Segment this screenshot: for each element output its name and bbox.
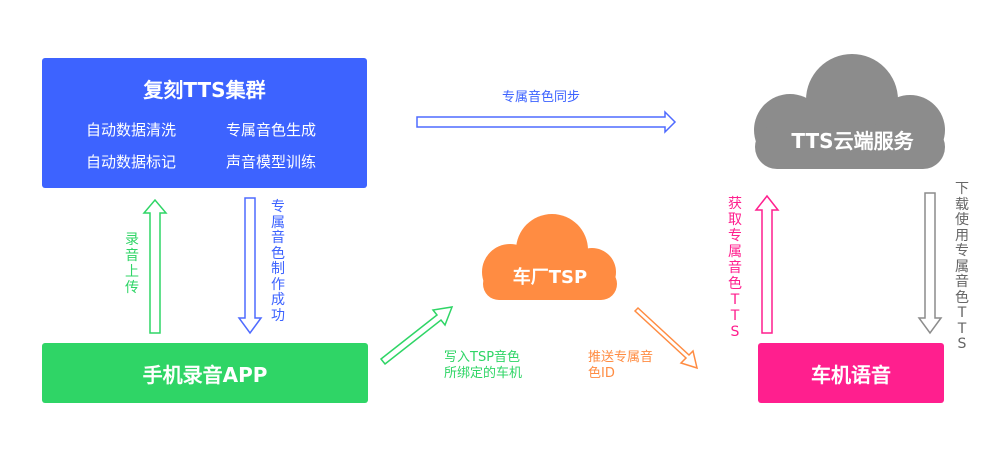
voice-made-label: 专属音色制作成功 xyxy=(271,199,285,324)
phone-app-label: 手机录音APP xyxy=(142,362,268,387)
tsp-cloud-label: 车厂TSP xyxy=(512,267,588,288)
get-voice-arrow xyxy=(754,194,780,334)
push-voice-arrow xyxy=(633,306,699,370)
get-voice-label: 获取专属音色TTS xyxy=(728,196,742,340)
push-voice-label: 推送专属音色ID xyxy=(588,350,654,381)
tts-cluster-box: 复刻TTS集群 自动数据清洗 专属音色生成 自动数据标记 声音模型训练 xyxy=(42,58,367,188)
cluster-item-data-labeling: 自动数据标记 xyxy=(86,153,177,171)
download-voice-label: 下载使用专属音色TTS xyxy=(955,181,969,352)
sync-arrow xyxy=(416,110,677,134)
phone-app-box: 手机录音APP xyxy=(42,343,368,403)
download-arrow xyxy=(917,192,943,335)
voice-made-arrow xyxy=(237,197,263,335)
sync-label: 专属音色同步 xyxy=(502,90,581,105)
car-voice-box: 车机语音 xyxy=(758,343,944,403)
tts-cloud-shape xyxy=(754,54,945,169)
record-upload-arrow xyxy=(142,198,168,334)
tsp-cloud-shape xyxy=(482,214,617,300)
tts-cloud-label: TTS云端服务 xyxy=(791,129,914,153)
cluster-item-model-training: 声音模型训练 xyxy=(226,153,317,171)
tts-cluster-title: 复刻TTS集群 xyxy=(143,78,266,102)
cluster-item-data-cleaning: 自动数据清洗 xyxy=(86,121,177,139)
write-tsp-arrow xyxy=(379,306,454,366)
car-voice-label: 车机语音 xyxy=(811,362,891,387)
write-tsp-label: 写入TSP音色所绑定的车机 xyxy=(444,350,523,381)
cluster-item-voice-generation: 专属音色生成 xyxy=(226,121,317,139)
record-upload-label: 录音上传 xyxy=(125,232,139,296)
